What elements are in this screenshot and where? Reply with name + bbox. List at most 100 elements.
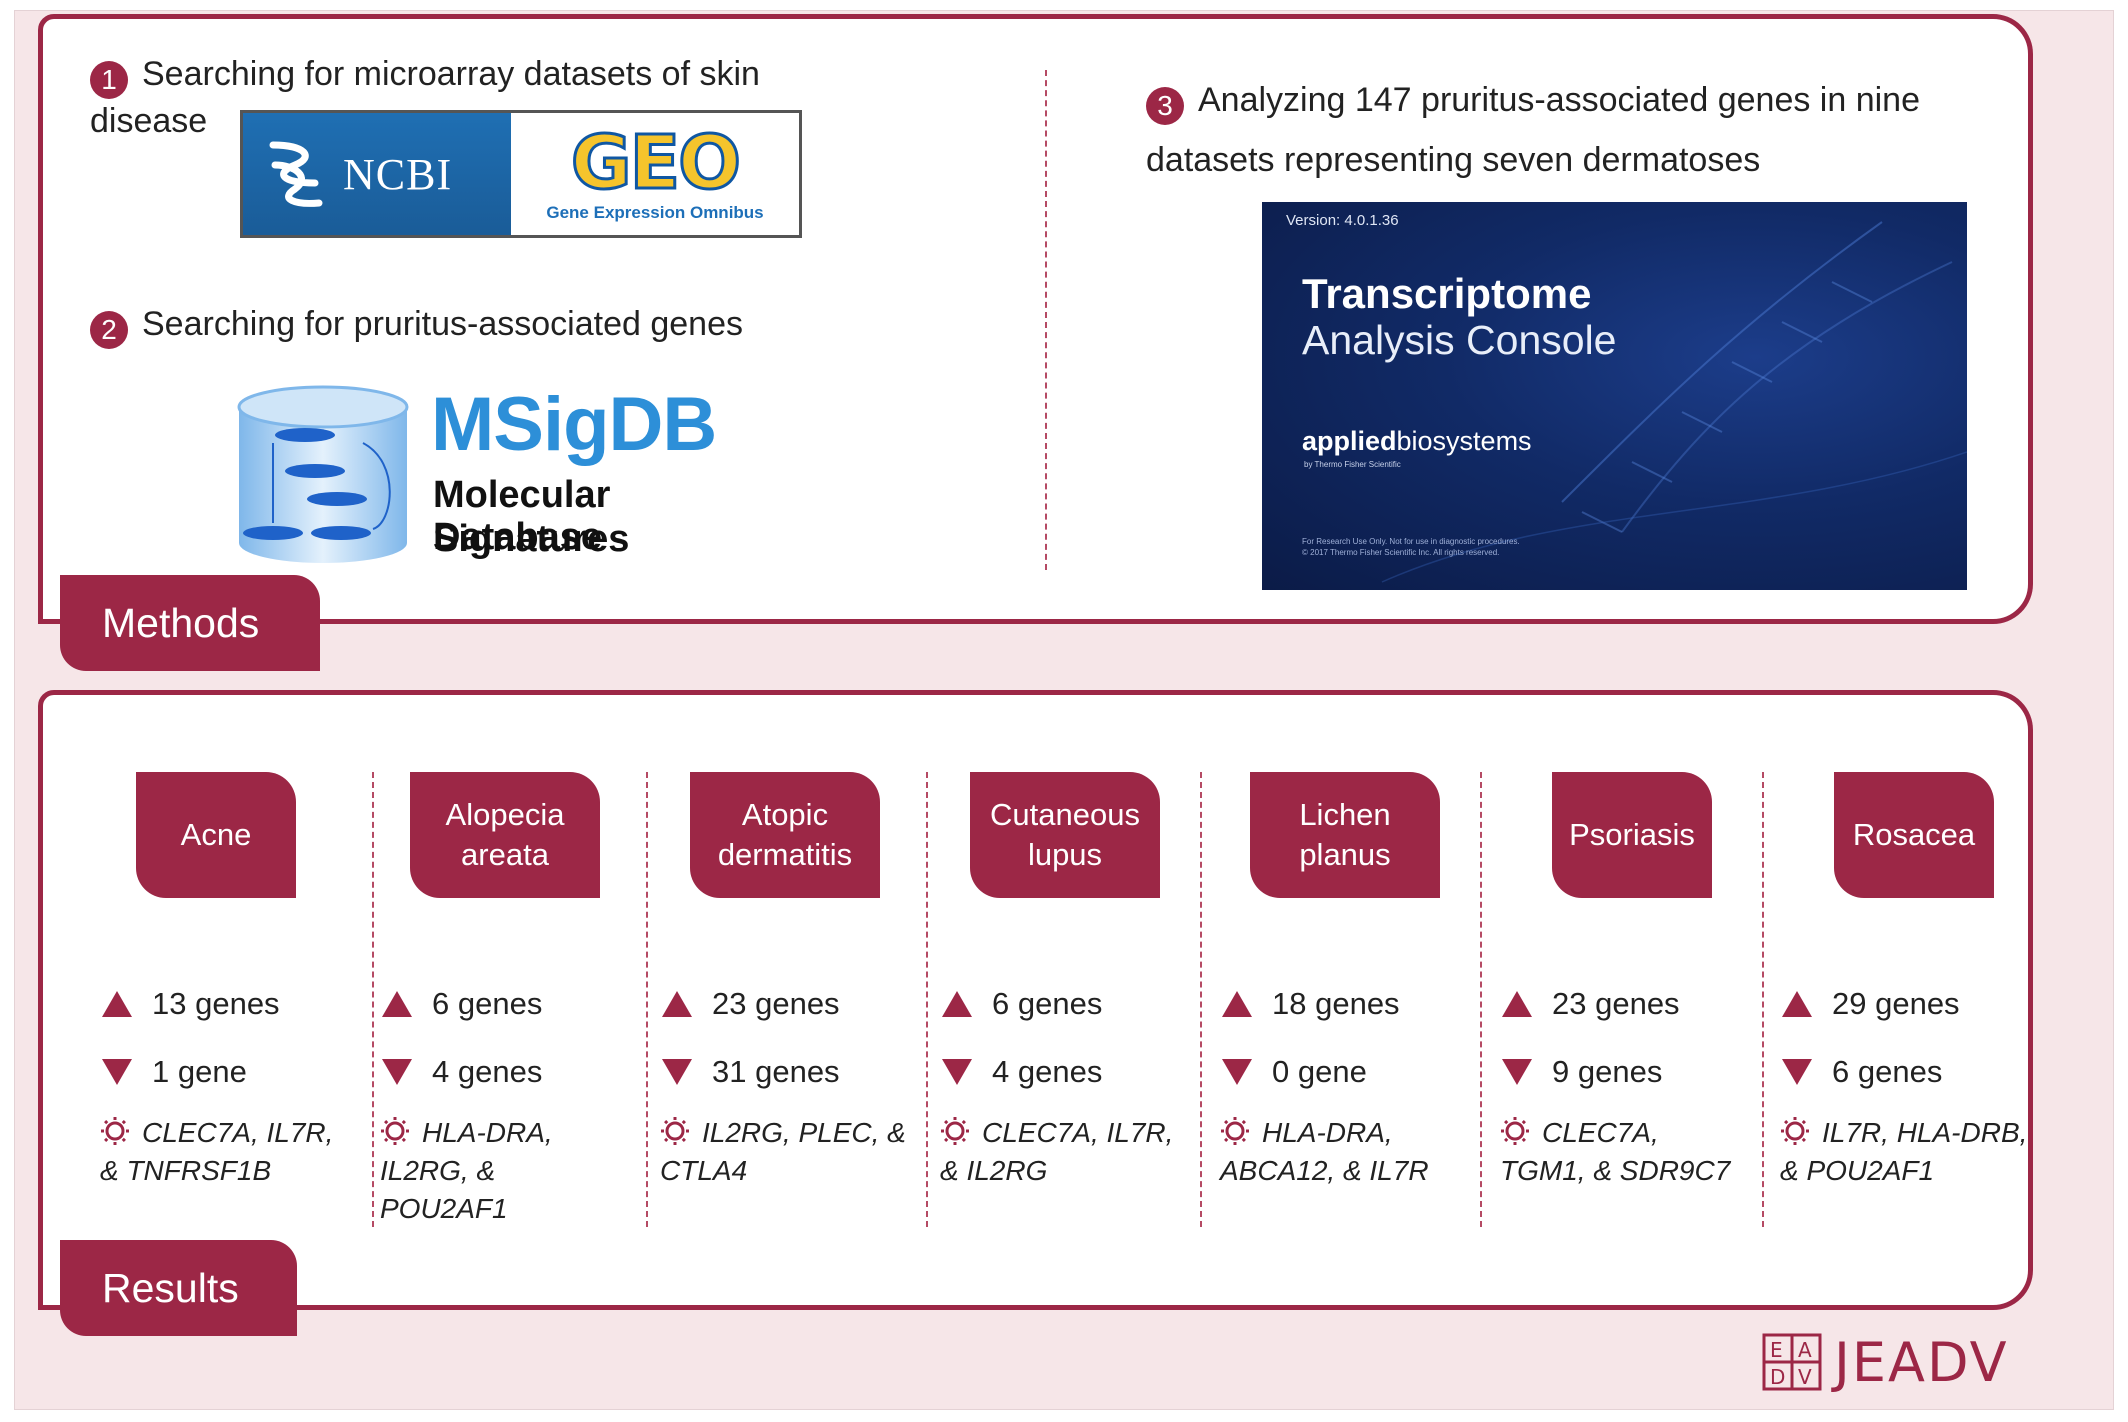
key-genes: IL7R, HLA-DRB, & POU2AF1 [1780, 1114, 2030, 1190]
results-label: Results [60, 1240, 297, 1336]
upregulated-count: 18 genes [1222, 986, 1400, 1022]
downregulated-count: 9 genes [1502, 1054, 1662, 1090]
disease-label: Rosacea [1834, 772, 1994, 898]
svg-text:D: D [1770, 1365, 1785, 1389]
step-text: Analyzing 147 pruritus-associated genes … [1146, 81, 1921, 179]
down-genes-text: 4 genes [432, 1054, 543, 1089]
key-genes: CLEC7A, IL7R, & IL2RG [940, 1114, 1190, 1190]
disease-label: Atopic dermatitis [690, 772, 880, 898]
step-number-badge: 3 [1146, 87, 1184, 125]
geo-logo: GEO Gene Expression Omnibus [511, 113, 799, 235]
up-genes-text: 23 genes [712, 986, 840, 1021]
step-text: Searching for pruritus-associated genes [142, 305, 743, 343]
applied-biosystems-logo: appliedbiosystems [1302, 426, 1532, 457]
ncbi-wordmark: NCBI [343, 149, 453, 199]
sun-icon [1220, 1117, 1262, 1148]
key-genes: IL2RG, PLEC, & CTLA4 [660, 1114, 910, 1190]
brand-rest: biosystems [1396, 426, 1532, 456]
svg-text:A: A [1798, 1338, 1812, 1362]
svg-text:E: E [1770, 1338, 1783, 1362]
key-genes-text: IL7R, HLA-DRB, & POU2AF1 [1780, 1117, 2028, 1186]
up-arrow-icon [942, 991, 972, 1017]
msigdb-subtitle-line2: Database [433, 516, 602, 558]
tac-disclaimer-line2: © 2017 Thermo Fisher Scientific Inc. All… [1302, 548, 1500, 557]
msigdb-subtitle-line1: Molecular Signatures [433, 474, 630, 560]
down-genes-text: 6 genes [1832, 1054, 1943, 1089]
upregulated-count: 29 genes [1782, 986, 1960, 1022]
disease-label: Acne [136, 772, 296, 898]
up-arrow-icon [1502, 991, 1532, 1017]
downregulated-count: 31 genes [662, 1054, 840, 1090]
dna-helix-background-icon [1381, 221, 1967, 583]
brand-bold: applied [1302, 426, 1397, 456]
down-genes-text: 4 genes [992, 1054, 1103, 1089]
up-arrow-icon [102, 991, 132, 1017]
up-genes-text: 18 genes [1272, 986, 1400, 1021]
down-arrow-icon [942, 1059, 972, 1085]
key-genes: CLEC7A, TGM1, & SDR9C7 [1500, 1114, 1750, 1190]
msigdb-wordmark: MSigDB [431, 382, 717, 467]
key-genes-text: CLEC7A, IL7R, & TNFRSF1B [100, 1117, 334, 1186]
svg-text:V: V [1798, 1365, 1812, 1389]
up-arrow-icon [662, 991, 692, 1017]
sun-icon [1500, 1117, 1542, 1148]
disease-label: Alopecia areata [410, 772, 600, 898]
up-genes-text: 29 genes [1832, 986, 1960, 1021]
up-genes-text: 6 genes [992, 986, 1103, 1021]
sun-icon [660, 1117, 702, 1148]
up-arrow-icon [1782, 991, 1812, 1017]
disease-label: Psoriasis [1552, 772, 1712, 898]
sun-icon [380, 1117, 422, 1148]
downregulated-count: 0 gene [1222, 1054, 1367, 1090]
brand-subtitle: by Thermo Fisher Scientific [1304, 460, 1401, 469]
sun-icon [100, 1117, 142, 1148]
results-column-divider [646, 772, 648, 1227]
ncbi-logo: NCBI [243, 113, 511, 235]
results-column-divider [926, 772, 928, 1227]
step-text: Searching for microarray datasets of ski… [90, 55, 760, 140]
tac-splash-screen: Version: 4.0.1.36 Transcriptome Analysis… [1262, 202, 1967, 590]
upregulated-count: 6 genes [942, 986, 1102, 1022]
sun-icon [940, 1117, 982, 1148]
key-genes: CLEC7A, IL7R, & TNFRSF1B [100, 1114, 350, 1190]
geo-wordmark: GEO [569, 120, 742, 206]
down-arrow-icon [1502, 1059, 1532, 1085]
upregulated-count: 13 genes [102, 986, 280, 1022]
key-genes-text: CLEC7A, IL7R, & IL2RG [940, 1117, 1174, 1186]
ncbi-geo-logo: NCBI GEO Gene Expression Omnibus [240, 110, 802, 238]
geo-subtitle: Gene Expression Omnibus [546, 203, 764, 222]
up-genes-text: 13 genes [152, 986, 280, 1021]
down-genes-text: 0 gene [1272, 1054, 1367, 1089]
results-column-divider [1480, 772, 1482, 1227]
down-genes-text: 9 genes [1552, 1054, 1663, 1089]
down-arrow-icon [662, 1059, 692, 1085]
results-column-divider [1762, 772, 1764, 1227]
key-genes-text: HLA-DRA, IL2RG, & POU2AF1 [380, 1117, 553, 1224]
step-number-badge: 1 [90, 61, 128, 99]
down-arrow-icon [382, 1059, 412, 1085]
key-genes: HLA-DRA, ABCA12, & IL7R [1220, 1114, 1470, 1190]
downregulated-count: 4 genes [942, 1054, 1102, 1090]
jeadv-wordmark: JEADV [1834, 1330, 2009, 1394]
sun-icon [1780, 1117, 1822, 1148]
up-genes-text: 6 genes [432, 986, 543, 1021]
jeadv-logo: E A D V JEADV [1762, 1330, 2052, 1394]
tac-disclaimer-line1: For Research Use Only. Not for use in di… [1302, 537, 1520, 546]
downregulated-count: 4 genes [382, 1054, 542, 1090]
down-genes-text: 31 genes [712, 1054, 840, 1089]
msigdb-logo: MSigDB Molecular Signatures Database [233, 383, 813, 568]
database-cylinder-icon [237, 385, 409, 563]
eadv-mark-icon: E A D V [1762, 1333, 1822, 1391]
upregulated-count: 6 genes [382, 986, 542, 1022]
down-arrow-icon [1782, 1059, 1812, 1085]
down-arrow-icon [1222, 1059, 1252, 1085]
tac-title-line1: Transcriptome [1302, 270, 1592, 317]
